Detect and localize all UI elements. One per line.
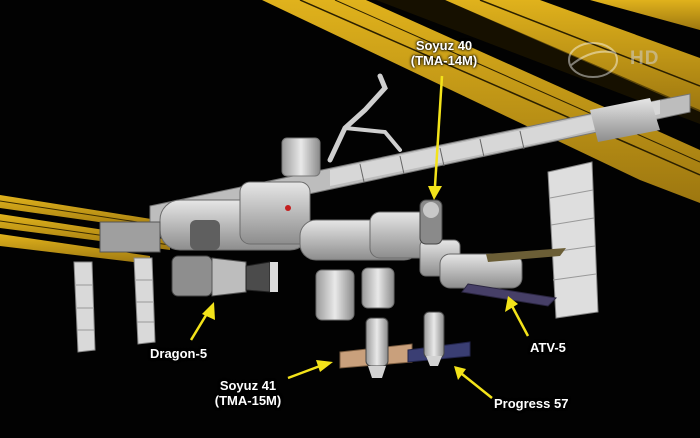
hd-badge: HD: [630, 48, 660, 69]
label-soyuz-41: Soyuz 41 (TMA-15M): [208, 378, 288, 408]
nasa-logo: [566, 41, 620, 79]
arrow-dragon: [189, 311, 210, 341]
upper-module: [281, 137, 321, 177]
arrow-soyuz-40: [433, 75, 444, 187]
radiator-panels-left: [73, 257, 156, 353]
robotic-arm: [327, 73, 402, 163]
callout-arrows: [189, 75, 530, 399]
label-soyuz-40-line2: (TMA-14M): [410, 53, 478, 68]
label-soyuz-40: Soyuz 40 (TMA-14M): [405, 38, 483, 68]
arrow-progress: [461, 373, 493, 399]
arrow-soyuz-41: [287, 364, 321, 380]
arrow-atv: [510, 305, 530, 337]
soyuz-40-spacecraft: [419, 199, 443, 245]
label-soyuz-41-line1: Soyuz 41: [219, 378, 277, 393]
label-atv-5: ATV-5: [530, 340, 566, 355]
progress-57-spacecraft: [407, 311, 471, 366]
atv-5-spacecraft: [439, 248, 566, 307]
label-progress-57: Progress 57: [494, 396, 569, 411]
core-modules: [99, 181, 461, 277]
soyuz-41-spacecraft: [339, 317, 413, 378]
dragon-spacecraft: [171, 255, 278, 297]
radiator-panel-right: [547, 161, 599, 319]
lower-modules: [315, 267, 395, 321]
solar-array-upper-right: [262, 0, 700, 203]
label-soyuz-40-line1: Soyuz 40: [415, 38, 473, 53]
label-soyuz-41-line2: (TMA-15M): [214, 393, 282, 408]
label-dragon-5: Dragon-5: [150, 346, 208, 361]
